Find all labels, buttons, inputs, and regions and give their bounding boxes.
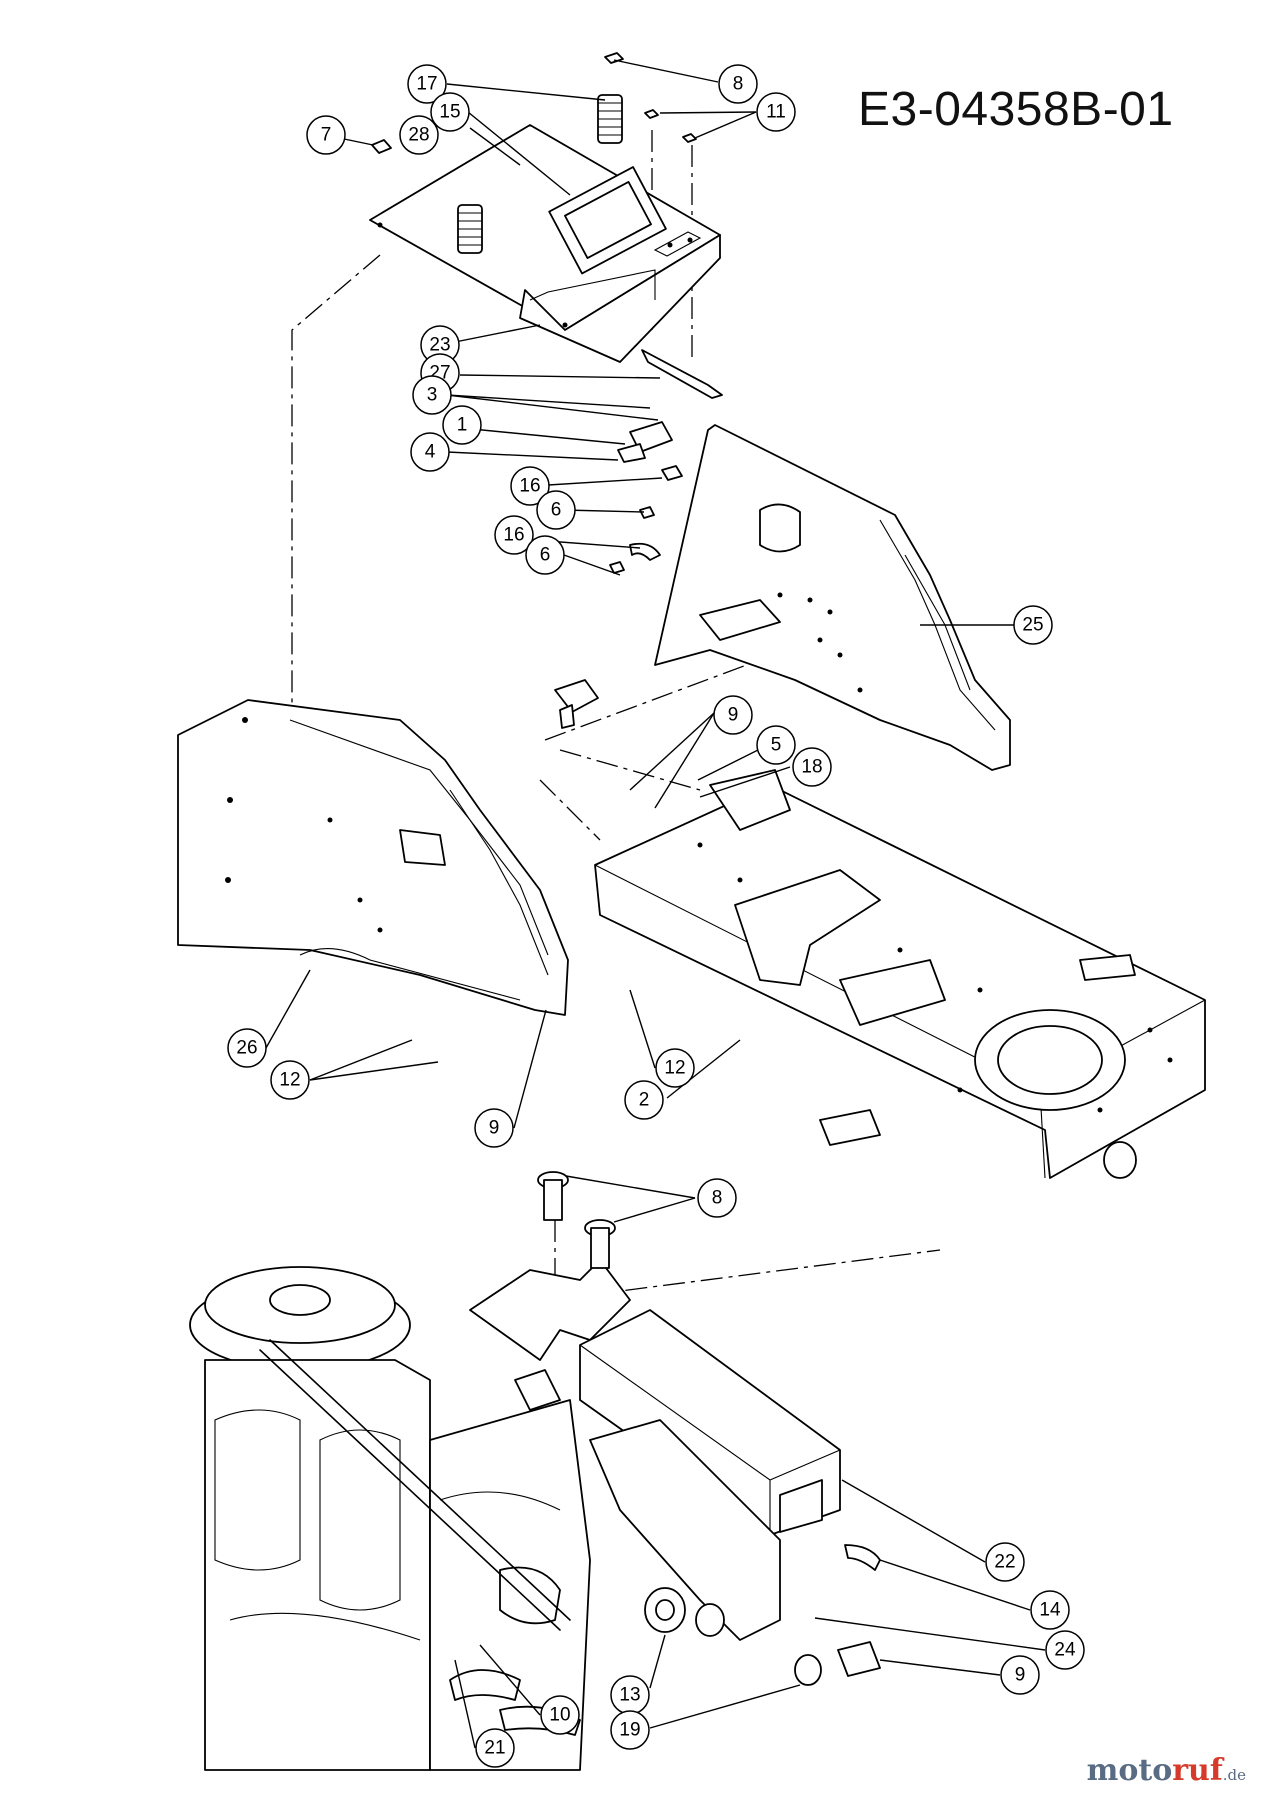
callout-12-left[interactable]: 12 [270,1060,310,1100]
seat-springs [457,94,623,254]
svg-text:12: 12 [279,1070,300,1091]
svg-text:11: 11 [766,102,786,123]
left-side-panel[interactable] [177,699,569,1016]
svg-text:10: 10 [549,1705,570,1726]
callout-16-a[interactable]: 16 [510,466,550,506]
svg-text:12: 12 [664,1058,685,1079]
callout-6-a[interactable]: 6 [536,490,576,530]
svg-text:18: 18 [801,757,822,778]
svg-text:1: 1 [457,415,468,436]
callout-4[interactable]: 4 [410,432,450,472]
plate-hardware [371,52,723,399]
callout-7[interactable]: 7 [306,115,346,155]
svg-text:25: 25 [1022,615,1043,636]
svg-text:9: 9 [1015,1665,1026,1686]
svg-text:17: 17 [416,74,437,95]
seat-switch[interactable] [609,421,683,574]
callout-10[interactable]: 10 [540,1695,580,1735]
svg-text:21: 21 [484,1738,505,1759]
svg-text:15: 15 [439,102,460,123]
callout-11[interactable]: 11 [756,92,796,132]
callout-17[interactable]: 17 [407,64,447,104]
callout-5[interactable]: 5 [756,725,796,765]
callout-19[interactable]: 19 [610,1710,650,1750]
callout-9-bottom[interactable]: 9 [1000,1655,1040,1695]
main-frame[interactable] [594,769,1206,1179]
svg-text:3: 3 [427,385,438,406]
callout-3[interactable]: 3 [412,375,452,415]
watermark-tld: .de [1222,1766,1246,1784]
diagram-code: E3-04358B-01 [858,83,1174,136]
svg-text:6: 6 [540,545,551,566]
svg-text:28: 28 [408,125,429,146]
svg-text:24: 24 [1054,1640,1076,1661]
callout-8-bottom[interactable]: 8 [697,1178,737,1218]
callout-9-upper[interactable]: 9 [713,695,753,735]
watermark-text-a: moto [1086,1753,1173,1788]
callout-22[interactable]: 22 [985,1542,1025,1582]
watermark-logo: motoruf.de [1087,1753,1246,1788]
callout-21[interactable]: 21 [475,1728,515,1768]
svg-text:8: 8 [712,1188,723,1209]
callout-25[interactable]: 25 [1013,605,1053,645]
svg-text:16: 16 [519,476,540,497]
svg-text:4: 4 [425,442,436,463]
callout-12-mid[interactable]: 12 [655,1048,695,1088]
svg-text:19: 19 [619,1720,640,1741]
svg-text:16: 16 [503,525,524,546]
callout-13[interactable]: 13 [610,1675,650,1715]
leader-lines [265,59,1046,1749]
lower-hardware [449,1171,881,1736]
callout-8-top[interactable]: 8 [718,64,758,104]
watermark-text-b: ruf [1172,1753,1223,1788]
callout-1[interactable]: 1 [442,405,482,445]
svg-text:2: 2 [639,1090,650,1111]
callout-18[interactable]: 18 [792,747,832,787]
callout-16-b[interactable]: 16 [494,515,534,555]
callout-24[interactable]: 24 [1045,1630,1085,1670]
svg-text:7: 7 [321,125,332,146]
callout-28[interactable]: 28 [399,115,439,155]
callout-14[interactable]: 14 [1030,1590,1070,1630]
callout-9-left[interactable]: 9 [474,1108,514,1148]
right-side-panel[interactable] [654,424,1011,771]
svg-text:22: 22 [994,1552,1015,1573]
ignition-switch[interactable] [554,679,599,729]
svg-text:6: 6 [551,500,562,521]
svg-text:13: 13 [619,1685,640,1706]
svg-text:14: 14 [1039,1600,1061,1621]
svg-text:9: 9 [728,705,739,726]
callout-6-b[interactable]: 6 [525,535,565,575]
svg-text:26: 26 [236,1038,257,1059]
callout-15[interactable]: 15 [430,92,470,132]
axle-tube-bracket[interactable] [259,1259,841,1641]
svg-text:9: 9 [489,1118,500,1139]
callout-2[interactable]: 2 [624,1080,664,1120]
callouts: 17 8 11 7 15 28 23 27 3 1 4 16 6 16 6 25… [227,64,1085,1768]
svg-text:23: 23 [429,335,450,356]
callout-26[interactable]: 26 [227,1028,267,1068]
seat-mounting-plate[interactable] [369,124,721,363]
svg-text:5: 5 [771,735,782,756]
svg-text:8: 8 [733,74,744,95]
